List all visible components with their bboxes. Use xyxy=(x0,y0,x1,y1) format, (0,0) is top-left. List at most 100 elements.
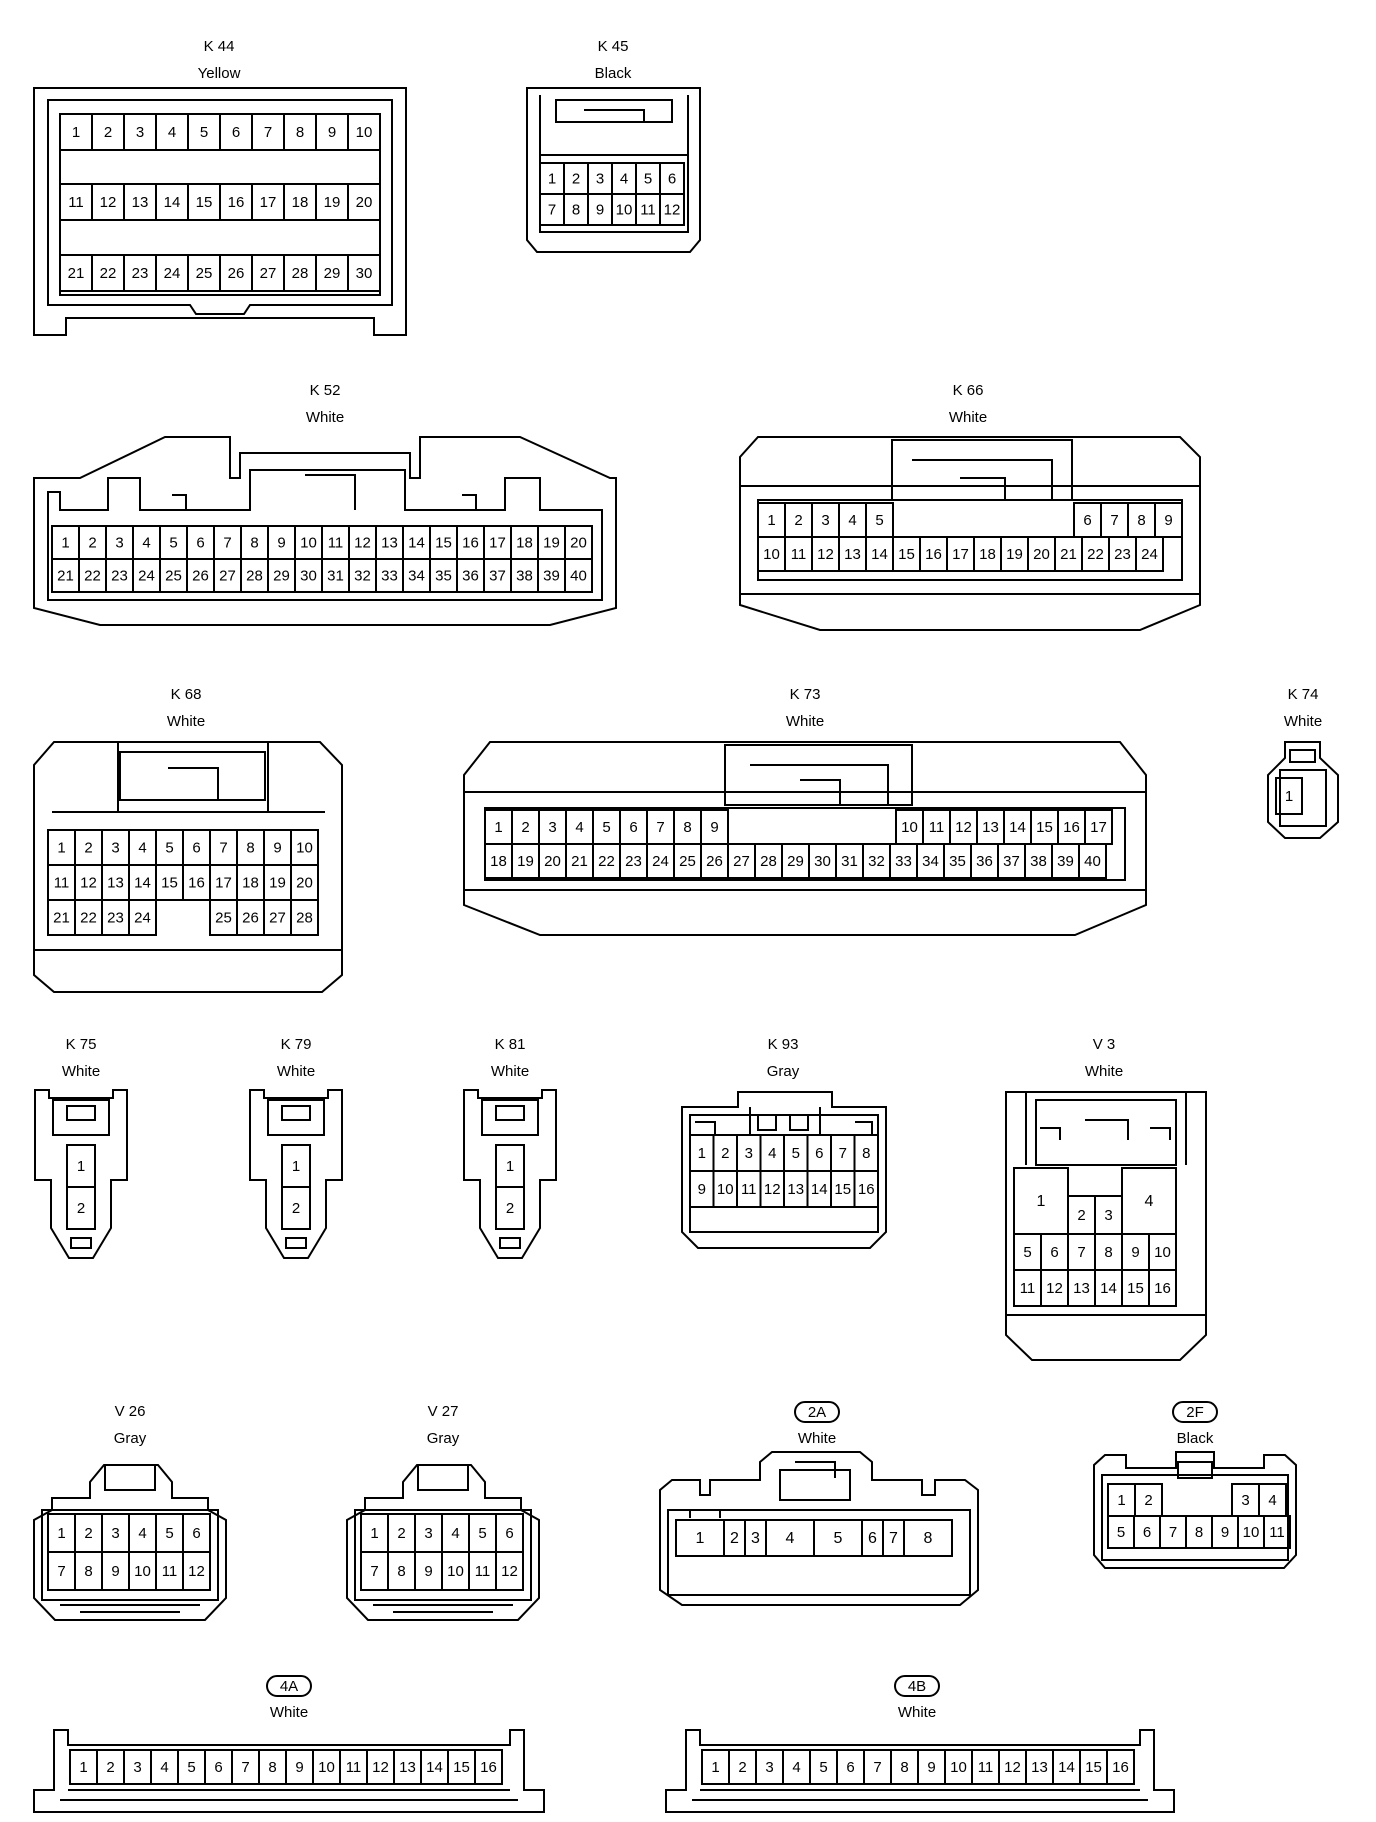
k93-pin-1-label: 1 xyxy=(698,1145,706,1162)
k68-pin-28: 28 xyxy=(290,899,319,936)
k75-pin-1-label: 1 xyxy=(77,1158,85,1175)
k73-pin-25-label: 25 xyxy=(679,853,696,870)
k44-pin-26: 26 xyxy=(219,254,253,292)
k52-pin-29-label: 29 xyxy=(273,568,290,585)
k52-pin-8: 8 xyxy=(240,525,269,560)
k73-pin-21-label: 21 xyxy=(571,853,588,870)
v26-pin-5: 5 xyxy=(155,1513,184,1553)
connector-k81-pins: 12 xyxy=(495,1144,525,1230)
k52-pin-28: 28 xyxy=(240,558,269,593)
k73-pin-28: 28 xyxy=(754,843,783,879)
k73-pin-12: 12 xyxy=(949,809,978,845)
c2a-pin-3: 3 xyxy=(744,1519,767,1557)
connector-k79-body xyxy=(249,1089,343,1259)
k52-pin-34: 34 xyxy=(402,558,431,593)
k93-pin-10-label: 10 xyxy=(717,1181,734,1198)
k66-pin-8-label: 8 xyxy=(1137,512,1145,529)
connector-k73-color: White xyxy=(786,713,824,730)
k44-pin-2-label: 2 xyxy=(104,124,112,141)
c2f-pin-3: 3 xyxy=(1231,1483,1260,1517)
v27-pin-7-label: 7 xyxy=(370,1563,378,1580)
k93-pin-16-cell xyxy=(853,1170,879,1208)
k44-pin-17-label: 17 xyxy=(260,194,277,211)
connector-k66-color: White xyxy=(949,409,987,426)
connector-k79-pins: 12 xyxy=(281,1144,311,1230)
k68-pin-3: 3 xyxy=(101,829,130,866)
k73-pin-38-label: 38 xyxy=(1030,853,1047,870)
k68-pin-4: 4 xyxy=(128,829,157,866)
v3-pin-9: 9 xyxy=(1121,1233,1150,1271)
c4b-pin-15-label: 15 xyxy=(1085,1759,1102,1776)
c4a-pin-4-label: 4 xyxy=(160,1759,168,1776)
connector-2f-body xyxy=(1093,1451,1297,1569)
k73-pin-24: 24 xyxy=(646,843,675,879)
k45-pin-7-label: 7 xyxy=(548,202,556,219)
k52-pin-3-label: 3 xyxy=(115,535,123,552)
c4b-pin-4: 4 xyxy=(782,1749,811,1785)
k68-pin-25-label: 25 xyxy=(215,910,232,927)
k73-pin-9-label: 9 xyxy=(710,819,718,836)
k93-pin-4: 4 xyxy=(759,1134,785,1172)
k52-pin-23: 23 xyxy=(105,558,134,593)
k73-pin-25: 25 xyxy=(673,843,702,879)
k73-pin-5: 5 xyxy=(592,809,621,845)
c2a-pin-3-label: 3 xyxy=(751,1530,760,1547)
v3-pin-7: 7 xyxy=(1067,1233,1096,1271)
k93-pin-9: 9 xyxy=(689,1170,715,1208)
v3-pin-13: 13 xyxy=(1067,1269,1096,1307)
k73-pin-31: 31 xyxy=(835,843,864,879)
k44-pin-16-label: 16 xyxy=(228,194,245,211)
k44-pin-30-cell xyxy=(347,254,381,292)
k45-pin-8: 8 xyxy=(563,193,589,226)
k73-pin-5-label: 5 xyxy=(602,819,610,836)
k73-pin-14-label: 14 xyxy=(1009,819,1026,836)
v26-pin-3: 3 xyxy=(101,1513,130,1553)
c2f-pin-3-label: 3 xyxy=(1241,1492,1249,1509)
v3-pin-5: 5 xyxy=(1013,1233,1042,1271)
k44-pin-1-label: 1 xyxy=(72,124,80,141)
k52-pin-16: 16 xyxy=(456,525,485,560)
connector-k81-latch xyxy=(481,1099,539,1249)
k44-pin-23-label: 23 xyxy=(132,265,149,282)
k44-pin-30-label: 30 xyxy=(356,265,373,282)
k44-pin-24-label: 24 xyxy=(164,265,181,282)
k66-pin-10-label: 10 xyxy=(763,546,780,563)
c2f-pin-7-label: 7 xyxy=(1169,1524,1177,1541)
c4a-pin-9-label: 9 xyxy=(295,1759,303,1776)
k68-pin-11: 11 xyxy=(47,864,76,901)
k93-pin-14: 14 xyxy=(806,1170,832,1208)
v3-pin-9-label: 9 xyxy=(1131,1244,1139,1261)
connector-2a-body xyxy=(659,1451,979,1606)
c4b-pin-5: 5 xyxy=(809,1749,838,1785)
c4b-pin-10: 10 xyxy=(944,1749,973,1785)
k73-pin-29: 29 xyxy=(781,843,810,879)
connector-v26-color: Gray xyxy=(114,1430,147,1447)
k68-pin-2-label: 2 xyxy=(84,840,92,857)
k52-pin-6-label: 6 xyxy=(196,535,204,552)
k66-pin-5-label: 5 xyxy=(875,512,883,529)
c4a-pin-8-label: 8 xyxy=(268,1759,276,1776)
k73-pin-28-label: 28 xyxy=(760,853,777,870)
k68-pin-18: 18 xyxy=(236,864,265,901)
c4a-pin-15-label: 15 xyxy=(453,1759,470,1776)
k73-pin-37-label: 37 xyxy=(1003,853,1020,870)
k52-pin-30-label: 30 xyxy=(300,568,317,585)
k75-pin-2-cell xyxy=(66,1186,96,1230)
k52-pin-39-label: 39 xyxy=(543,568,560,585)
v3-pin-2-label: 2 xyxy=(1077,1207,1085,1224)
c2f-pin-6-label: 6 xyxy=(1143,1524,1151,1541)
c2a-pin-5-label: 5 xyxy=(834,1530,843,1547)
k68-pin-21-label: 21 xyxy=(53,910,70,927)
k44-pin-19: 19 xyxy=(315,183,349,221)
k66-pin-5: 5 xyxy=(865,502,894,538)
k52-pin-5-label: 5 xyxy=(169,535,177,552)
v3-pin-4: 4 xyxy=(1121,1167,1177,1235)
k81-pin-1: 1 xyxy=(495,1144,525,1188)
v26-pin-10: 10 xyxy=(128,1551,157,1591)
c2f-pin-2-label: 2 xyxy=(1144,1492,1152,1509)
k66-pin-24-cell xyxy=(1135,536,1164,572)
